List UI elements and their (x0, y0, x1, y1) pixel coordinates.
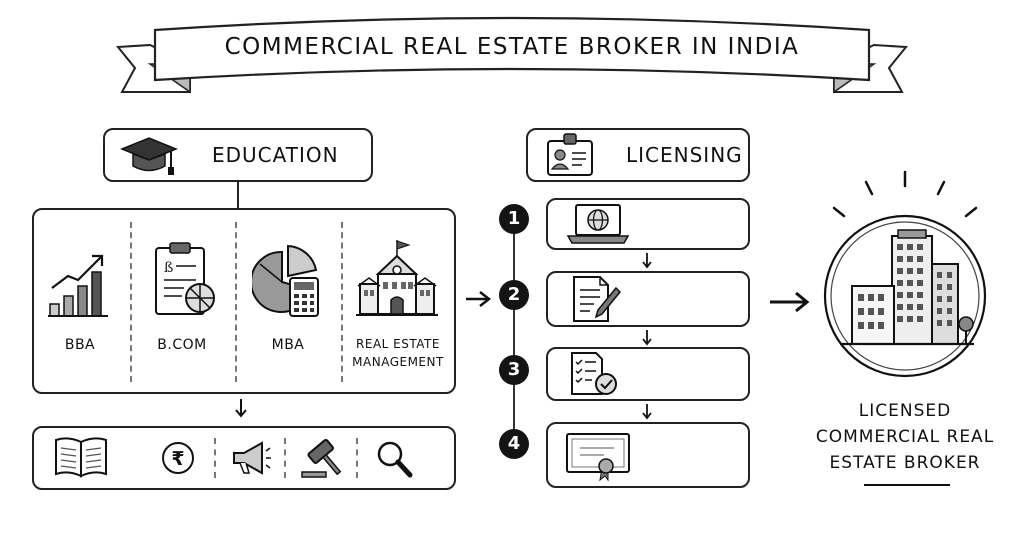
arrow-right-icon (466, 291, 492, 307)
result-line-3: ESTATE BROKER (829, 453, 981, 473)
result-underline (864, 484, 950, 486)
arrow-right-icon (770, 291, 810, 313)
arrow-down-icon (235, 399, 247, 418)
title-banner (116, 16, 908, 94)
divider (356, 438, 358, 478)
step-number-3: 3 (499, 355, 529, 385)
laptop-globe-icon (566, 204, 630, 244)
arrow-down-icon (642, 404, 652, 420)
svg-text:₹: ₹ (171, 448, 184, 470)
checklist-icon (571, 352, 617, 395)
magnifier-icon (377, 441, 413, 478)
step-number-4: 4 (499, 429, 529, 459)
timeline-line (513, 218, 515, 444)
degree-label-bcom: B.COM (157, 337, 207, 353)
office-buildings-icon (823, 170, 987, 378)
divider (235, 222, 237, 382)
divider (341, 222, 343, 382)
degree-label-rem-line2: MANAGEMENT (352, 355, 444, 369)
step-number-1: 1 (499, 204, 529, 234)
gavel-icon (301, 439, 342, 478)
result-line-1: LICENSED (858, 401, 952, 421)
certificate-icon (566, 433, 630, 482)
page-title: COMMERCIAL REAL ESTATE BROKER IN INDIA (224, 34, 800, 60)
svg-text:ß: ß (164, 260, 173, 276)
result-label: LICENSED COMMERCIAL REAL ESTATE BROKER (815, 398, 995, 476)
divider (284, 438, 286, 478)
id-badge-icon (547, 133, 593, 176)
licensing-title: LICENSING (626, 143, 743, 167)
step-number-2: 2 (499, 280, 529, 310)
open-book-icon (55, 437, 107, 478)
school-building-icon (356, 240, 438, 316)
graduation-cap-icon (120, 137, 178, 175)
education-title: EDUCATION (212, 143, 339, 167)
megaphone-icon (233, 441, 271, 475)
degree-label-mba: MBA (271, 337, 305, 353)
degree-label-bba: BBA (64, 337, 96, 353)
pie-calculator-icon (252, 244, 319, 317)
result-line-2: COMMERCIAL REAL (815, 427, 995, 447)
divider (130, 222, 132, 382)
arrow-down-icon (642, 253, 652, 269)
growth-chart-icon (48, 254, 108, 317)
document-pen-icon (573, 276, 622, 322)
clipboard-report-icon: ß (155, 242, 215, 315)
connector-line (237, 182, 239, 210)
divider (214, 438, 216, 478)
degree-label-rem-line1: REAL ESTATE (356, 337, 440, 351)
arrow-down-icon (642, 330, 652, 346)
rupee-coin-icon: ₹ (162, 442, 194, 474)
